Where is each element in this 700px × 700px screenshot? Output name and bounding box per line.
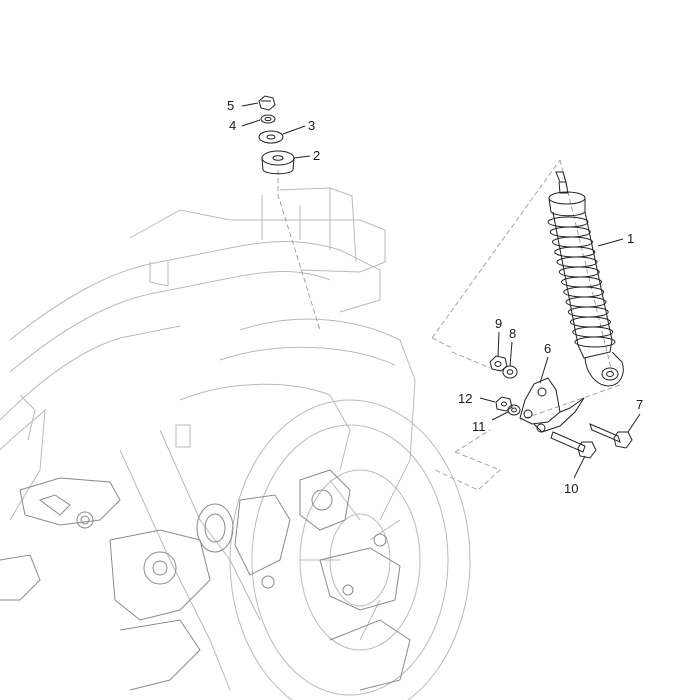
spring-coil bbox=[558, 266, 600, 278]
scooter-frame-background bbox=[0, 187, 471, 700]
callout-10: 10 bbox=[564, 481, 578, 496]
spring-coil bbox=[563, 286, 605, 298]
small-washer-part-4 bbox=[260, 114, 276, 124]
spring-coil bbox=[565, 296, 607, 308]
spring-coil bbox=[567, 306, 609, 318]
coil-spring bbox=[547, 216, 616, 348]
upper-mount-hardware bbox=[258, 95, 295, 175]
callout-leaders bbox=[241, 102, 641, 479]
callout-4: 4 bbox=[229, 118, 236, 133]
bolt-part-7 bbox=[589, 423, 633, 449]
bolt-part-10 bbox=[550, 431, 597, 459]
callout-7: 7 bbox=[636, 397, 643, 412]
spring-coil bbox=[561, 276, 602, 288]
callout-numbers: 1 2 3 4 5 6 7 8 9 10 11 12 bbox=[227, 98, 643, 496]
lower-mount-hardware bbox=[489, 355, 633, 459]
washer-part-8 bbox=[502, 365, 518, 379]
engine-assembly-background bbox=[0, 469, 411, 691]
callout-5: 5 bbox=[227, 98, 234, 113]
nut-part-12 bbox=[495, 396, 513, 412]
spring-coil bbox=[549, 226, 591, 238]
spring-coil bbox=[574, 336, 616, 348]
spring-coil bbox=[547, 216, 589, 228]
nut-part-9 bbox=[489, 355, 508, 372]
callout-11: 11 bbox=[472, 419, 486, 434]
shock-absorber-part-1 bbox=[547, 171, 624, 387]
callout-6: 6 bbox=[544, 341, 551, 356]
washer-part-11 bbox=[507, 404, 521, 416]
spring-coil bbox=[572, 326, 614, 338]
spring-coil bbox=[556, 256, 598, 268]
callout-2: 2 bbox=[313, 148, 320, 163]
callout-9: 9 bbox=[495, 316, 502, 331]
assembly-guide-lines bbox=[277, 159, 621, 491]
bracket-part-6 bbox=[519, 377, 585, 433]
callout-12: 12 bbox=[458, 391, 472, 406]
callout-8: 8 bbox=[509, 326, 516, 341]
nut-part-5 bbox=[258, 95, 276, 111]
callout-1: 1 bbox=[627, 231, 634, 246]
callout-3: 3 bbox=[308, 118, 315, 133]
spring-coil bbox=[570, 316, 611, 328]
flat-washer-part-3 bbox=[258, 130, 284, 144]
